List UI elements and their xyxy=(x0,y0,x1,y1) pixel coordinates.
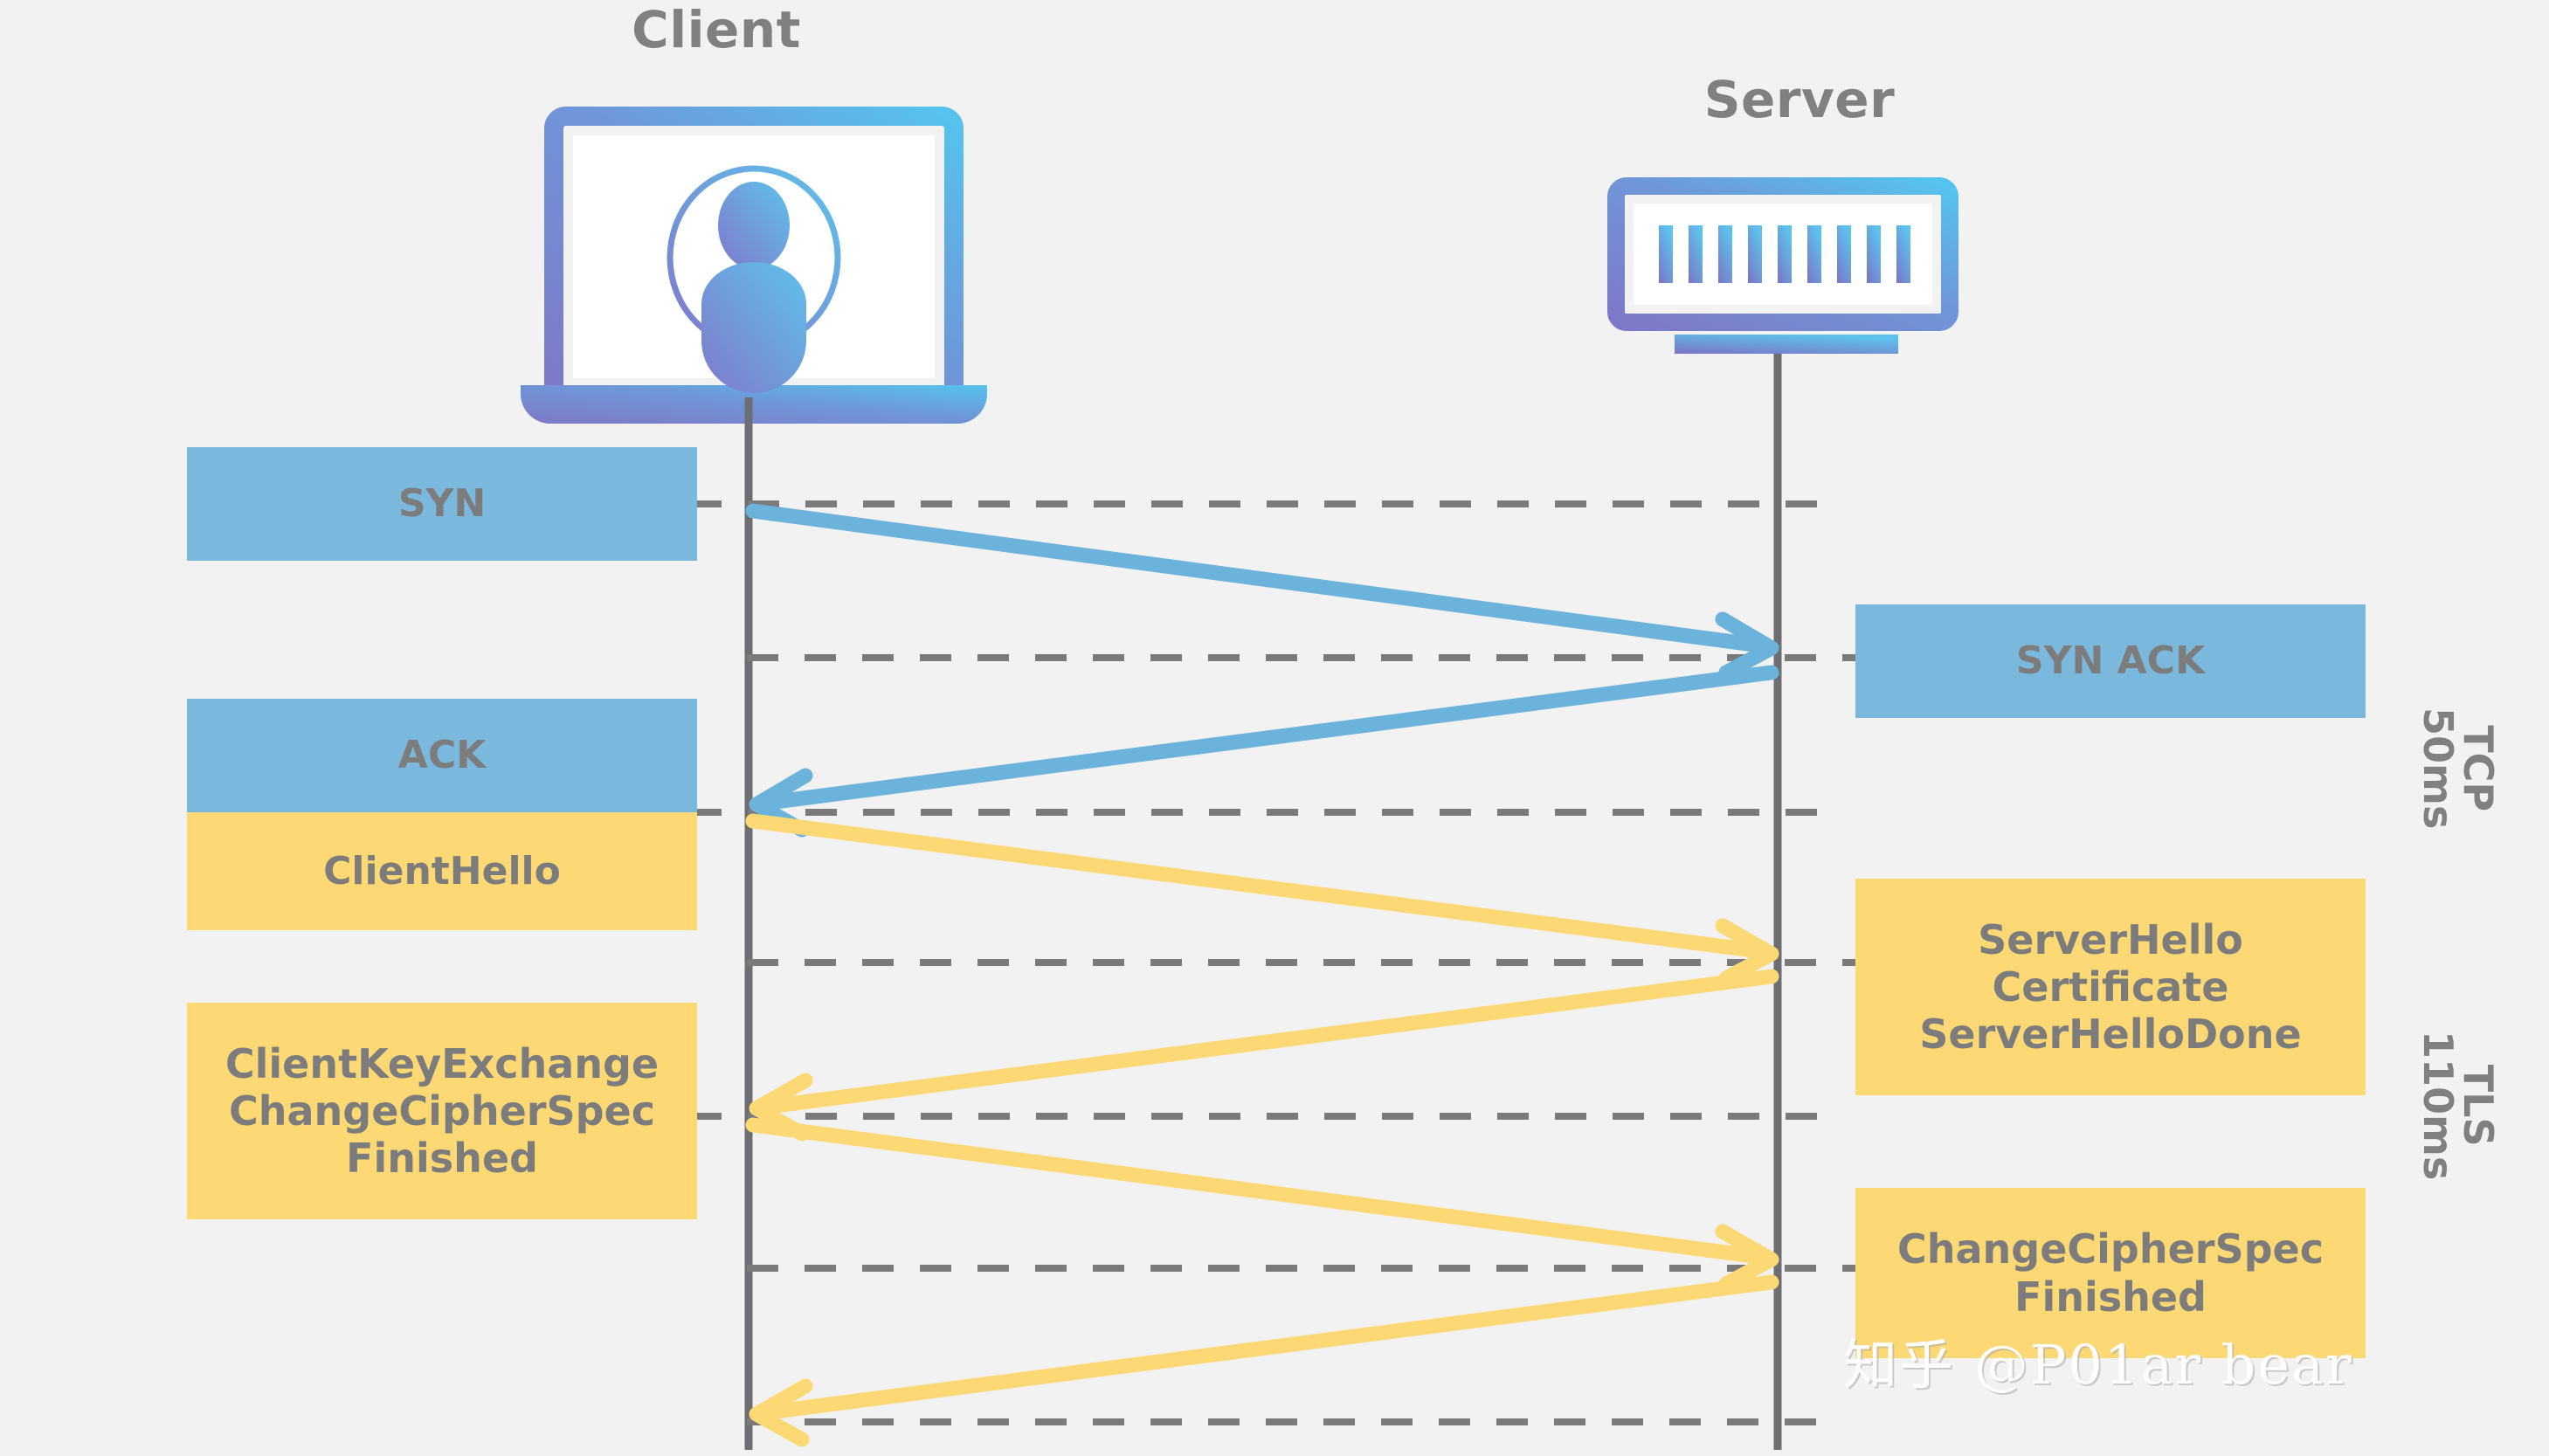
server-title: Server xyxy=(1703,70,1896,129)
arrow-syn-ack xyxy=(749,665,1779,838)
message-box-server-change-cipher-label: ChangeCipherSpec Finished xyxy=(1896,1225,2324,1321)
arrow-server-finished xyxy=(749,1274,1779,1447)
event-dashed-lines xyxy=(690,500,1882,1425)
arrow-client-hello xyxy=(745,813,1779,986)
message-box-server-hello-label: ServerHello Certificate ServerHelloDone xyxy=(1919,915,2302,1059)
phase-label-tls-protocol: TLS xyxy=(2455,1064,2502,1147)
phase-label-tls-duration: 110ms xyxy=(2414,1031,2462,1181)
phase-label-tcp-protocol: TCP xyxy=(2455,725,2502,812)
message-box-server-change-cipher: ChangeCipherSpec Finished xyxy=(1855,1188,2366,1358)
message-box-client-hello-label: ClientHello xyxy=(323,848,561,894)
phase-label-tcp-duration: 50ms xyxy=(2414,707,2462,830)
message-box-syn-ack: SYN ACK xyxy=(1855,604,2366,718)
client-laptop-icon xyxy=(521,107,987,424)
arrow-client-key-exchange xyxy=(745,1117,1779,1292)
phase-label-tcp: TCP 50ms xyxy=(2414,707,2502,830)
message-box-syn: SYN xyxy=(187,447,697,561)
client-title: Client xyxy=(632,0,801,59)
message-box-client-hello: ClientHello xyxy=(187,812,697,930)
server-rack-icon xyxy=(1607,177,1958,354)
message-box-syn-label: SYN xyxy=(397,481,487,527)
message-box-server-hello: ServerHello Certificate ServerHelloDone xyxy=(1855,879,2366,1095)
message-box-client-key-exchange: ClientKeyExchange ChangeCipherSpec Finis… xyxy=(187,1003,697,1219)
phase-label-tls: TLS 110ms xyxy=(2414,1031,2502,1181)
message-box-client-key-exchange-label: ClientKeyExchange ChangeCipherSpec Finis… xyxy=(225,1039,660,1183)
arrow-syn xyxy=(745,503,1779,680)
arrow-server-hello xyxy=(749,969,1779,1142)
message-box-syn-ack-label: SYN ACK xyxy=(2015,638,2206,684)
message-box-ack-label: ACK xyxy=(397,733,487,778)
message-box-ack: ACK xyxy=(187,699,697,812)
